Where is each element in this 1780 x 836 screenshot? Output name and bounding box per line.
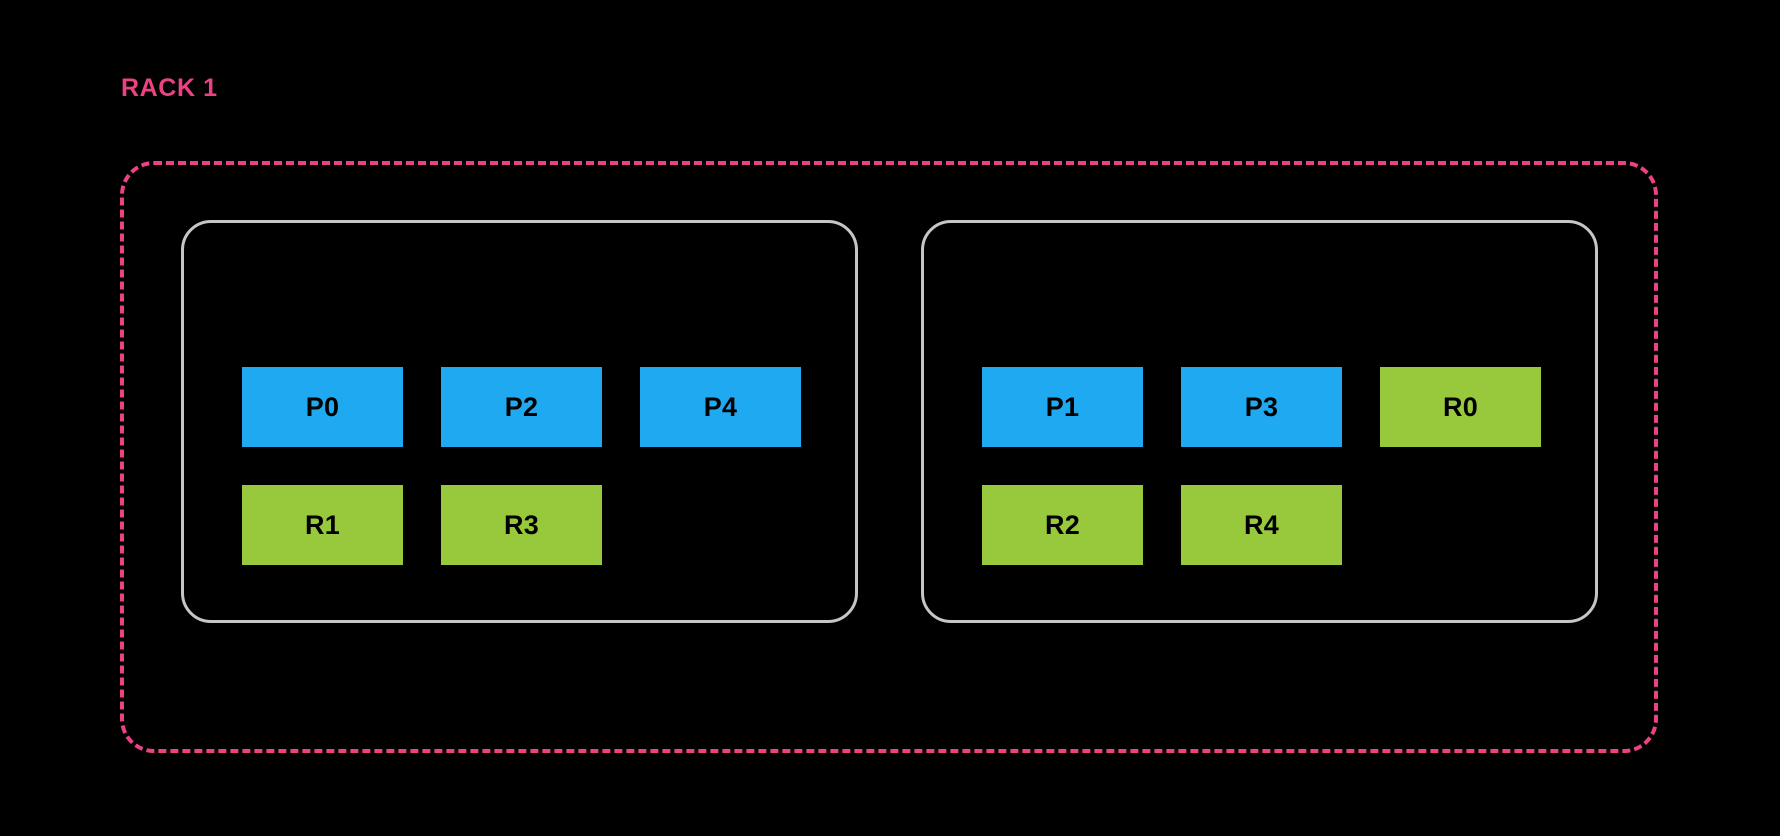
shard-p0: P0	[242, 367, 403, 447]
rack-boundary	[120, 161, 1658, 753]
shard-p3: P3	[1181, 367, 1342, 447]
shard-r0: R0	[1380, 367, 1541, 447]
shard-r4: R4	[1181, 485, 1342, 565]
shard-r2: R2	[982, 485, 1143, 565]
shard-r1: R1	[242, 485, 403, 565]
shard-r3: R3	[441, 485, 602, 565]
shard-p2: P2	[441, 367, 602, 447]
shard-p4: P4	[640, 367, 801, 447]
rack-title: RACK 1	[121, 74, 218, 102]
shard-p1: P1	[982, 367, 1143, 447]
